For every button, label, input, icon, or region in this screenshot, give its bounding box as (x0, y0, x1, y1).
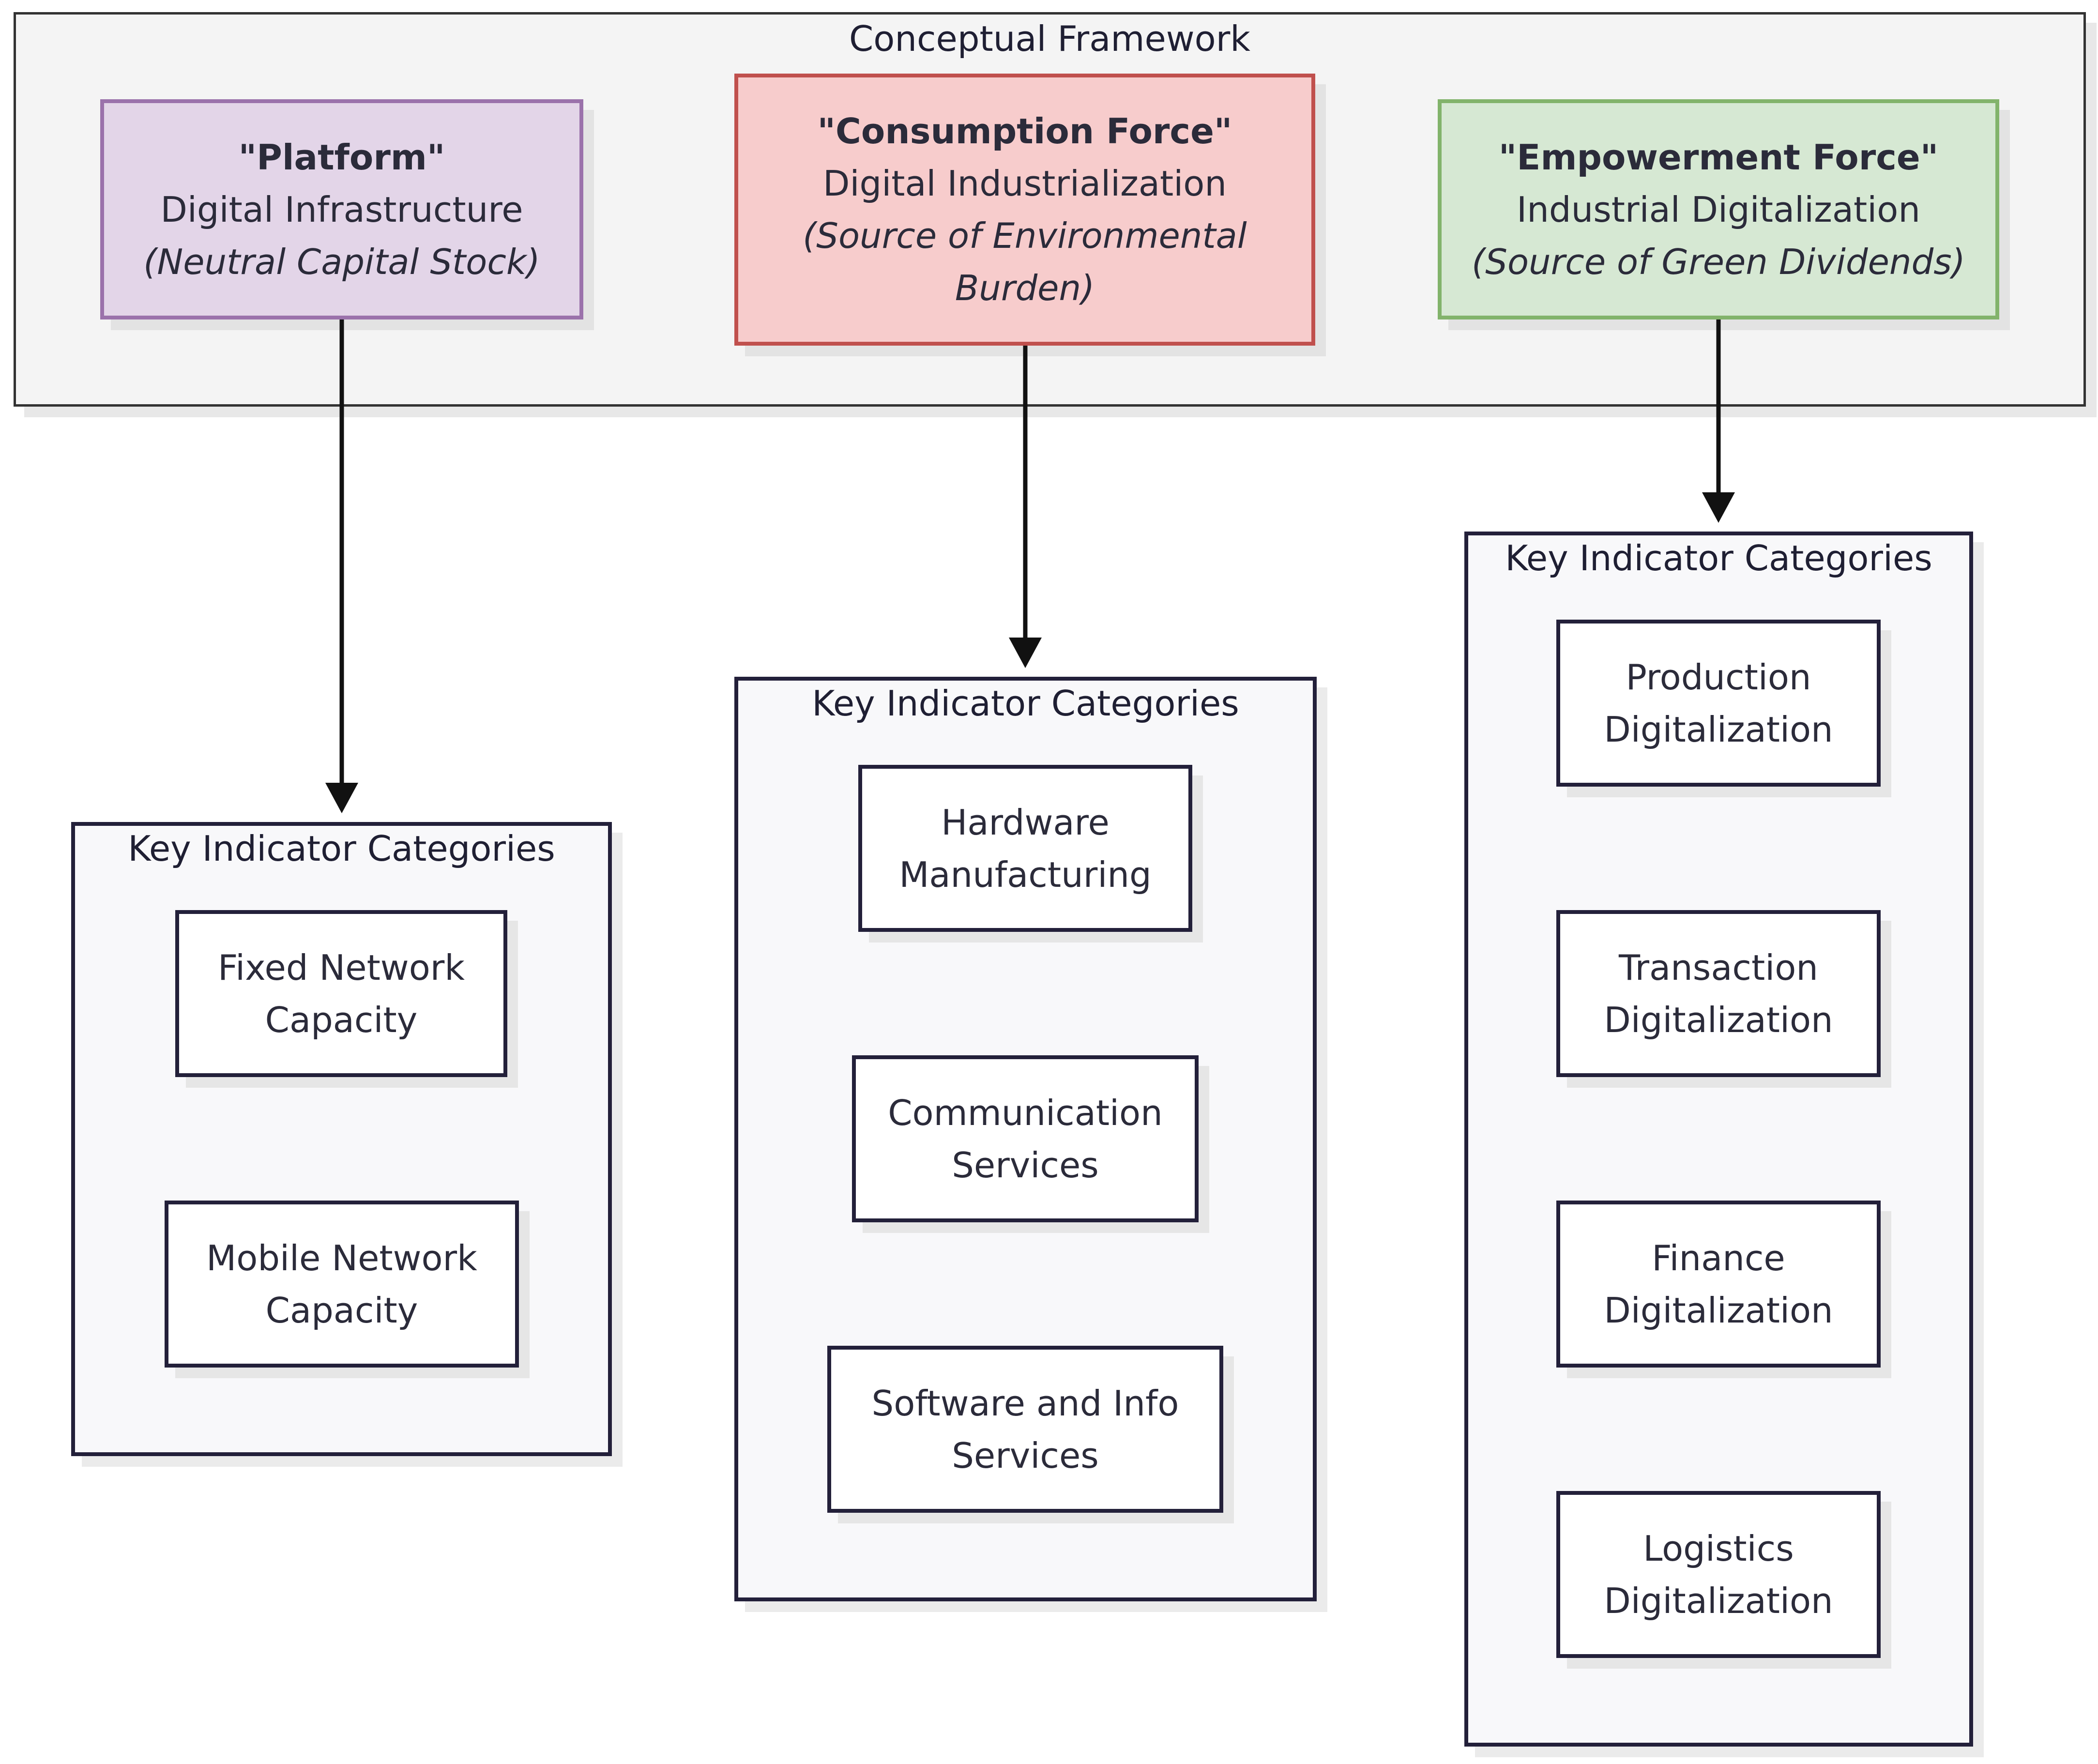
platform-force-box: "Platform" Digital Infrastructure (Neutr… (100, 99, 583, 319)
consumption-group-title: Key Indicator Categories (812, 683, 1239, 724)
empowerment-force-box: "Empowerment Force" Industrial Digitaliz… (1438, 99, 1999, 319)
framework-title: Conceptual Framework (849, 18, 1250, 59)
empowerment-group-title: Key Indicator Categories (1505, 538, 1932, 578)
platform-subtitle: Digital Infrastructure (160, 189, 523, 230)
empowerment-title: "Empowerment Force" (1498, 137, 1939, 178)
indicator-production-digitalization: Production Digitalization (1556, 620, 1881, 787)
indicator-logistics-digitalization: Logistics Digitalization (1556, 1491, 1881, 1658)
indicator-mobile-network-capacity: Mobile Network Capacity (165, 1201, 519, 1368)
indicator-software-and-info-services: Software and Info Services (827, 1346, 1223, 1513)
platform-group-title: Key Indicator Categories (128, 828, 555, 869)
consumption-note: (Source of Environmental Burden) (803, 215, 1247, 308)
empowerment-note: (Source of Green Dividends) (1472, 241, 1965, 282)
consumption-title: "Consumption Force" (817, 111, 1232, 152)
indicator-communication-services: Communication Services (852, 1055, 1199, 1222)
platform-arrowhead (325, 783, 358, 813)
indicator-finance-digitalization: Finance Digitalization (1556, 1201, 1881, 1368)
indicator-transaction-digitalization: Transaction Digitalization (1556, 910, 1881, 1077)
consumption-force-box: "Consumption Force" Digital Industrializ… (734, 74, 1315, 346)
empowerment-subtitle: Industrial Digitalization (1517, 189, 1920, 230)
consumption-subtitle: Digital Industrialization (823, 163, 1227, 204)
empowerment-arrowhead (1702, 492, 1735, 523)
indicator-hardware-manufacturing: Hardware Manufacturing (858, 765, 1192, 932)
platform-note: (Neutral Capital Stock) (143, 241, 540, 282)
indicator-fixed-network-capacity: Fixed Network Capacity (175, 910, 507, 1077)
consumption-arrowhead (1009, 638, 1042, 668)
platform-title: "Platform" (238, 137, 445, 178)
